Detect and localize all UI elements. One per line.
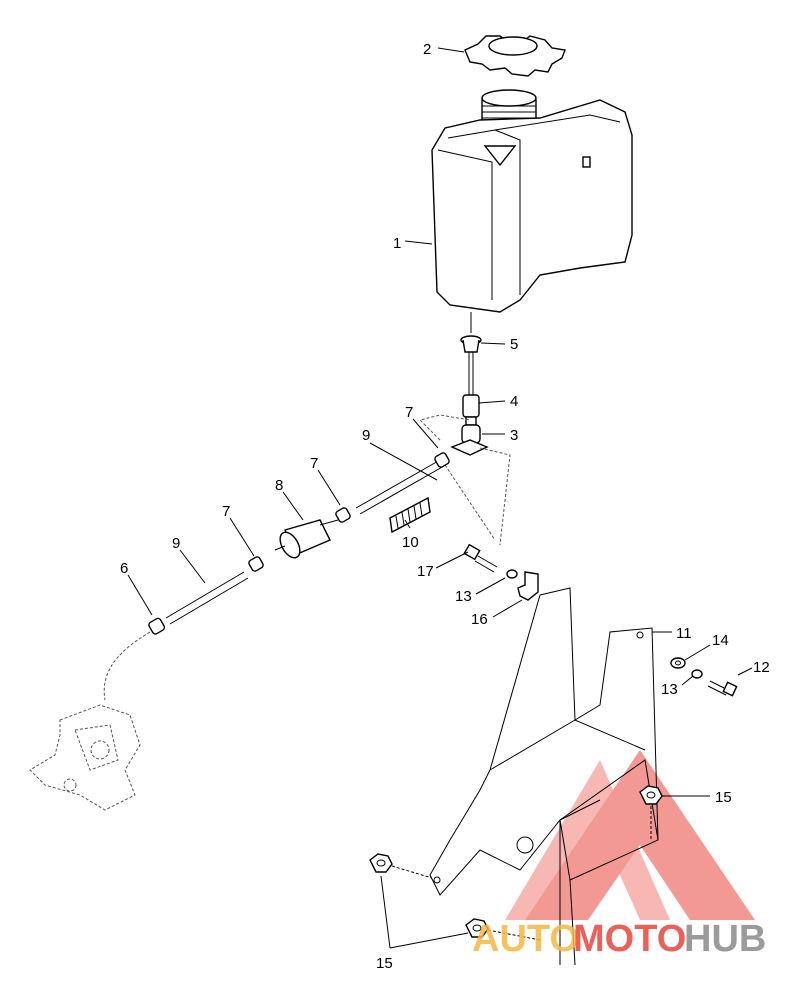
callout-1: 1 [393, 235, 401, 252]
fuel-tank [431, 89, 633, 313]
hose-clamp-filter-right [335, 507, 351, 523]
callout-9b: 9 [172, 535, 180, 552]
callout-15b: 15 [376, 955, 393, 972]
nut-15-left [369, 853, 433, 879]
callout-8: 8 [275, 477, 283, 494]
fuel-filter [274, 519, 339, 559]
callout-6: 6 [120, 560, 128, 577]
callout-16: 16 [471, 611, 488, 628]
bolt-17 [463, 543, 498, 573]
watermark-logo [505, 750, 755, 920]
bolt-12 [707, 680, 738, 697]
callout-7c: 7 [222, 503, 230, 520]
callout-10: 10 [402, 534, 419, 551]
callout-7a: 7 [405, 404, 413, 421]
washer-14 [670, 657, 686, 669]
bracket [429, 587, 659, 966]
callout-12: 12 [753, 659, 770, 676]
fuel-valve [462, 352, 480, 426]
tank-cap [464, 35, 566, 77]
callout-14: 14 [712, 632, 729, 649]
hose-clamp-lower [148, 617, 166, 635]
carburetor-ghost [29, 631, 151, 811]
fuel-hose-upper [355, 459, 445, 515]
callout-13a: 13 [455, 588, 472, 605]
callout-2: 2 [423, 41, 431, 58]
fuel-hose-lower [165, 571, 249, 625]
watermark-hub: HUB [684, 918, 766, 960]
callout-4: 4 [510, 393, 518, 410]
hose-clamp-filter-left [248, 556, 264, 572]
washer-13-lower [691, 669, 703, 679]
nut-15-bottom [465, 918, 541, 941]
callout-5: 5 [510, 336, 518, 353]
tee-fitting [419, 414, 511, 546]
callout-13b: 13 [661, 681, 678, 698]
callout-11: 11 [676, 625, 692, 642]
callout-15a: 15 [715, 789, 732, 806]
leader-lines [127, 47, 753, 949]
watermark-moto: MOTO [573, 918, 686, 960]
grommet [460, 312, 482, 353]
watermark-auto: AUTO [472, 918, 579, 960]
washer-13-upper [506, 569, 518, 579]
clip-16 [517, 571, 539, 601]
callout-9a: 9 [362, 427, 370, 444]
hose-clamp-upper [434, 452, 450, 468]
callout-17: 17 [417, 563, 434, 580]
callout-7b: 7 [310, 455, 318, 472]
watermark-text: AUTO MOTO HUB [472, 918, 766, 960]
callout-3: 3 [510, 427, 518, 444]
spring [389, 496, 431, 534]
